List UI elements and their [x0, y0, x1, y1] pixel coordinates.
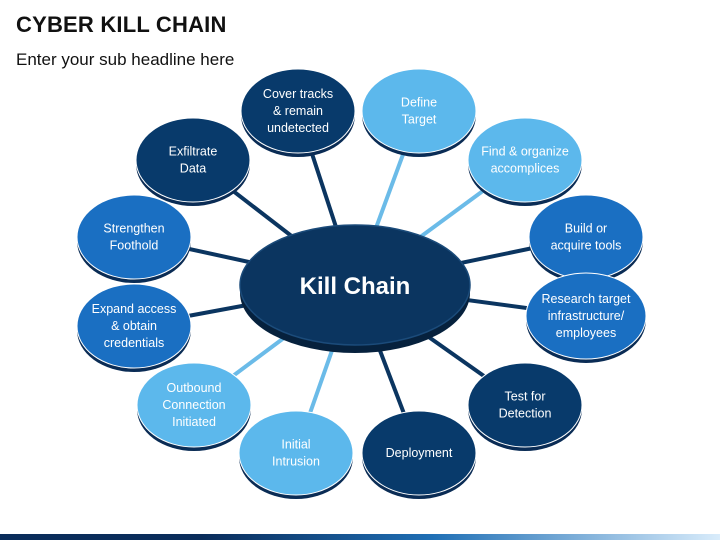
node-label-line: Strengthen	[103, 222, 164, 236]
node-deployment: Deployment	[361, 410, 477, 499]
node-label-line: undetected	[267, 121, 329, 135]
node-label-line: Outbound	[167, 381, 222, 395]
node-label-line: Target	[402, 113, 437, 127]
node-research-target: Research target infrastructure/employees	[525, 272, 647, 363]
hub-label: Kill Chain	[300, 273, 411, 300]
page-title: CYBER KILL CHAIN	[16, 12, 227, 37]
node-label-line: Exfiltrate	[169, 145, 218, 159]
node-label-line: & obtain	[111, 319, 157, 333]
node-ellipse	[240, 68, 356, 154]
node-ellipse	[525, 272, 647, 360]
node-ellipse	[76, 194, 192, 280]
node-label-line: accomplices	[491, 162, 560, 176]
node-ellipse	[467, 362, 583, 448]
node-ellipse	[238, 410, 354, 496]
node-ellipse	[467, 117, 583, 203]
node-ellipse	[136, 362, 252, 448]
node-label-line: Initial	[281, 438, 310, 452]
nodes: Cover tracks & remain undetected DefineTarg…	[76, 68, 647, 499]
bottom-accent-bar	[0, 534, 720, 540]
node-label-line: Expand access	[92, 302, 177, 316]
node-ellipse	[135, 117, 251, 203]
node-label-line: Find & organize	[481, 145, 569, 159]
node-label-line: Deployment	[386, 446, 453, 460]
node-label-line: Build or	[565, 222, 607, 236]
node-label-line: acquire tools	[551, 239, 622, 253]
node-label-line: employees	[556, 326, 616, 340]
hub-ellipse	[239, 224, 471, 346]
node-label-line: Research target	[542, 292, 631, 306]
node-expand-access: Expand access & obtain credentials	[76, 283, 192, 372]
node-ellipse	[361, 68, 477, 154]
node-cover-tracks: Cover tracks & remain undetected	[240, 68, 356, 157]
node-label-line: Connection	[162, 398, 225, 412]
node-label-line: credentials	[104, 336, 164, 350]
node-label-line: infrastructure/	[548, 309, 625, 323]
node-find-organize: Find & organize accomplices	[467, 117, 583, 206]
node-label-line: Cover tracks	[263, 87, 333, 101]
node-label-line: Initiated	[172, 415, 216, 429]
hub: Kill Chain	[239, 224, 471, 353]
node-ellipse	[528, 194, 644, 280]
page-subtitle: Enter your sub headline here	[16, 50, 235, 69]
node-label-line: Data	[180, 162, 206, 176]
node-label-line: Define	[401, 96, 437, 110]
node-ellipse	[76, 283, 192, 369]
node-label-line: Detection	[499, 407, 552, 421]
node-build-tools: Build or acquire tools	[528, 194, 644, 283]
node-label-line: Test for	[505, 390, 546, 404]
node-label-line: & remain	[273, 104, 323, 118]
node-ellipse	[361, 410, 477, 496]
node-label-line: Foothold	[110, 239, 159, 253]
node-label-line: Intrusion	[272, 455, 320, 469]
